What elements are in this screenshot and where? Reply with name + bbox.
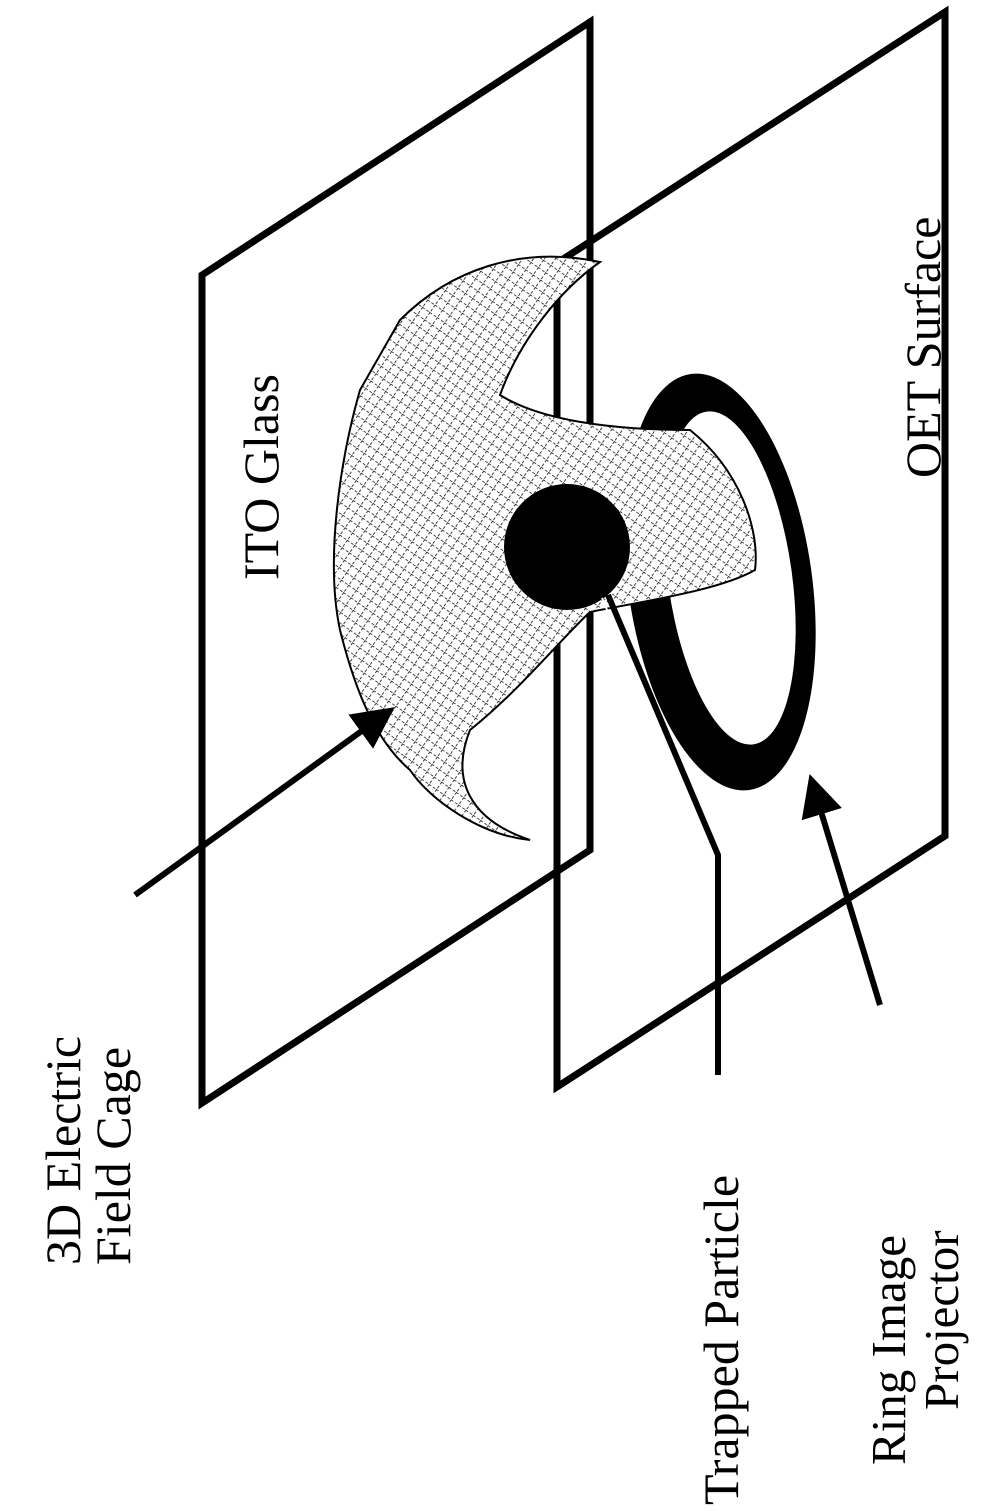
ring-image-projector-label-line2: Projector [914,1230,969,1410]
field-cage-label-line1: 3D Electric [35,1036,91,1265]
field-cage-leader [133,707,395,898]
field-cage-label-line2: Field Cage [85,1047,141,1265]
trapped-particle [504,484,630,610]
oet-surface-label: OET Surface [895,217,951,478]
ito-glass-label: ITO Glass [233,374,289,580]
trapped-particle-label: Trapped Particle [693,1175,749,1505]
trapped-particle-leader [605,593,721,1075]
ito-glass-plane [198,15,594,1110]
trapped-particle-leader-inner [601,597,711,856]
ring-image-projector-label-line1: Ring Image [861,1235,916,1465]
oet-surface-plane [553,5,949,1094]
ring-projector-leader [801,773,883,1006]
